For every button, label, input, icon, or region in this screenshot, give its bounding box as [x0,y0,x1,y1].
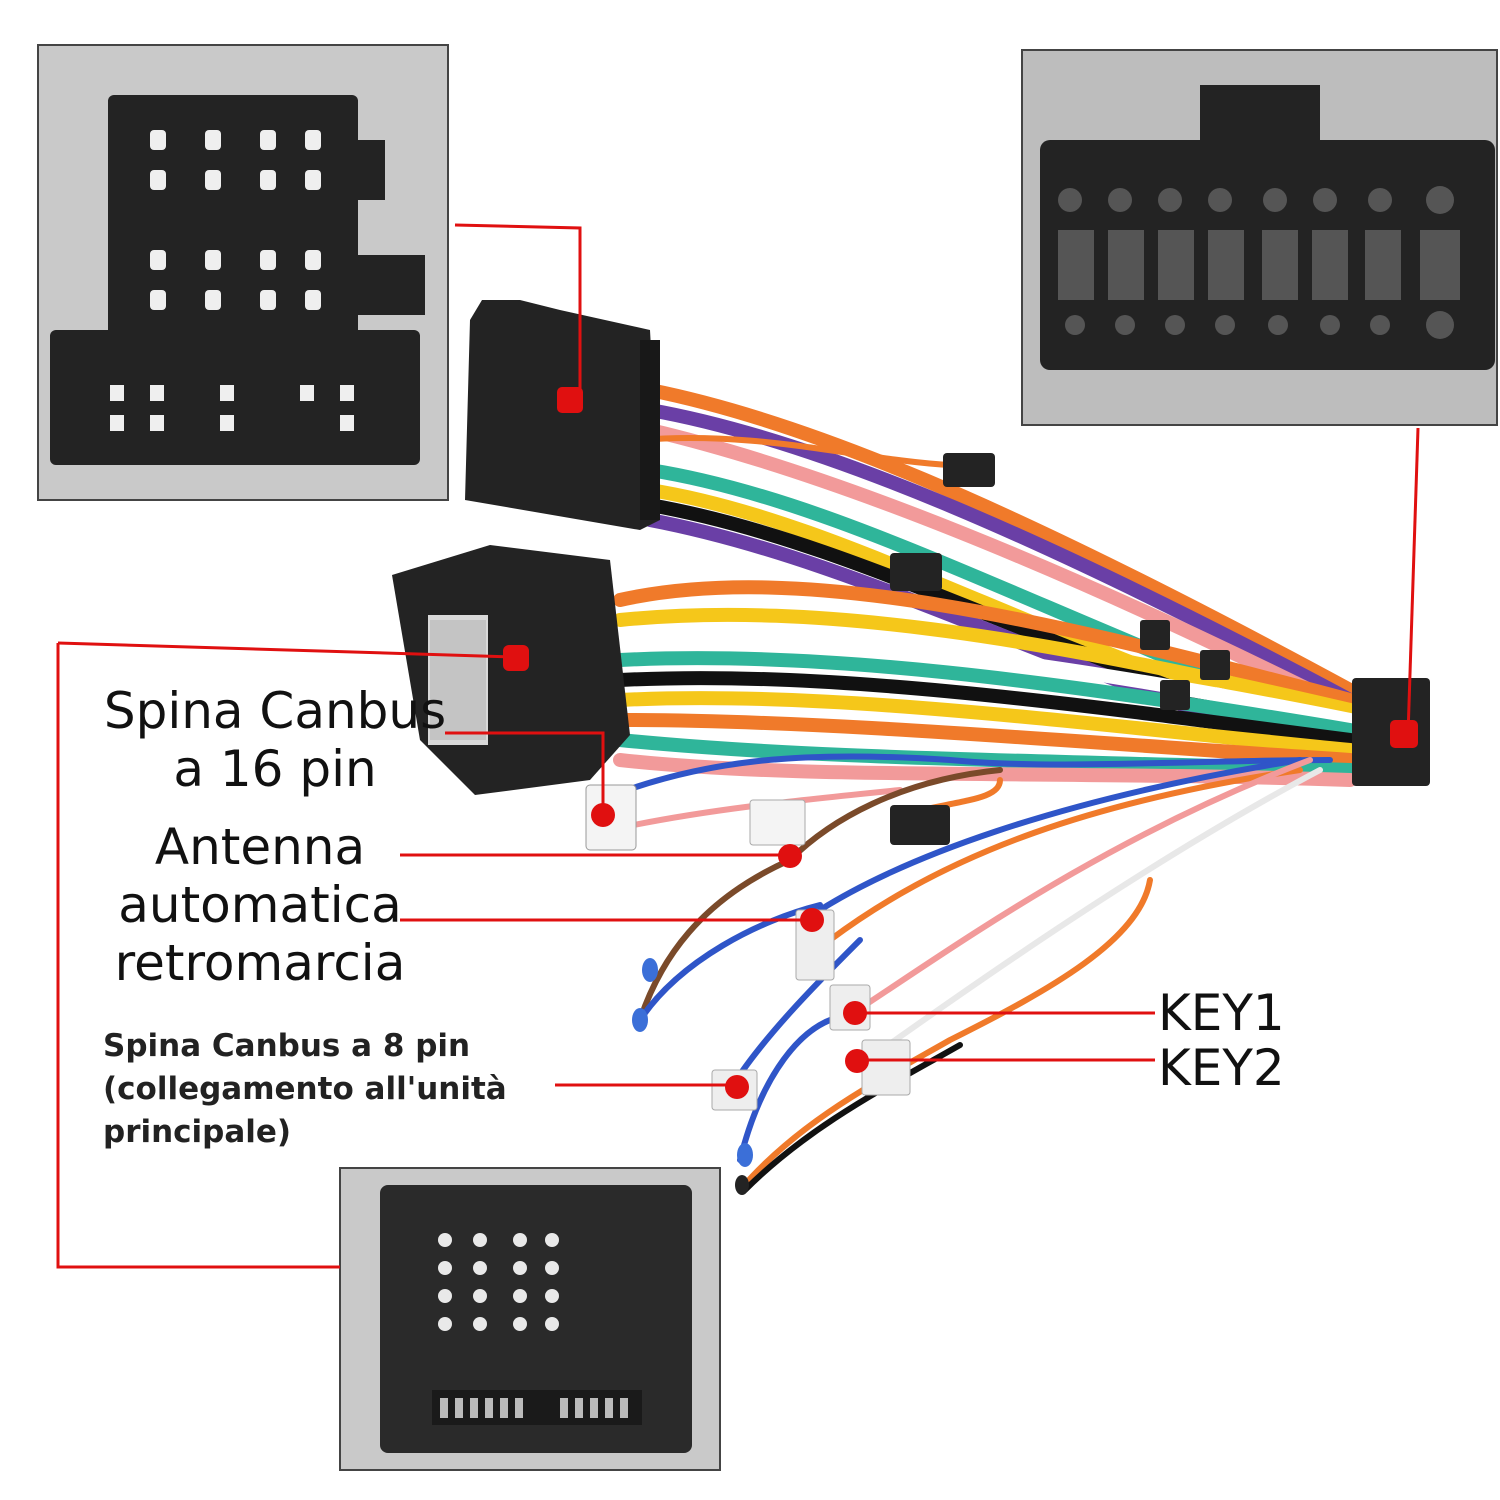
callout-lines [56,223,1420,1269]
label-canbus-16pin-line2: a 16 pin [173,740,377,798]
label-canbus-8pin: Spina Canbus a 8 pin (collegamento all'u… [103,1025,563,1154]
label-canbus-8pin-line1: Spina Canbus a 8 pin [103,1028,471,1064]
label-canbus-16pin-line1: Spina Canbus [103,682,447,740]
callout-markers [503,387,1418,1099]
label-key2: KEY2 [1158,1039,1285,1097]
small-connectors [585,453,1230,1195]
label-antenna: Antenna automatica retromarcia [80,818,440,992]
inset-canbus-block [339,1167,721,1471]
label-antenna-line2: automatica [118,876,402,934]
label-canbus-8pin-line3: principale) [103,1114,292,1150]
inset-iso-connector [37,44,449,501]
label-antenna-line1: Antenna [154,818,366,876]
label-reverse: retromarcia [114,934,406,992]
inset-16pin-block [1021,49,1498,426]
label-canbus-8pin-line2: (collegamento all'unità [103,1071,507,1107]
label-key1: KEY1 [1158,984,1285,1042]
iso-connector-middle [465,300,660,530]
label-canbus-16pin: Spina Canbus a 16 pin [90,682,460,798]
